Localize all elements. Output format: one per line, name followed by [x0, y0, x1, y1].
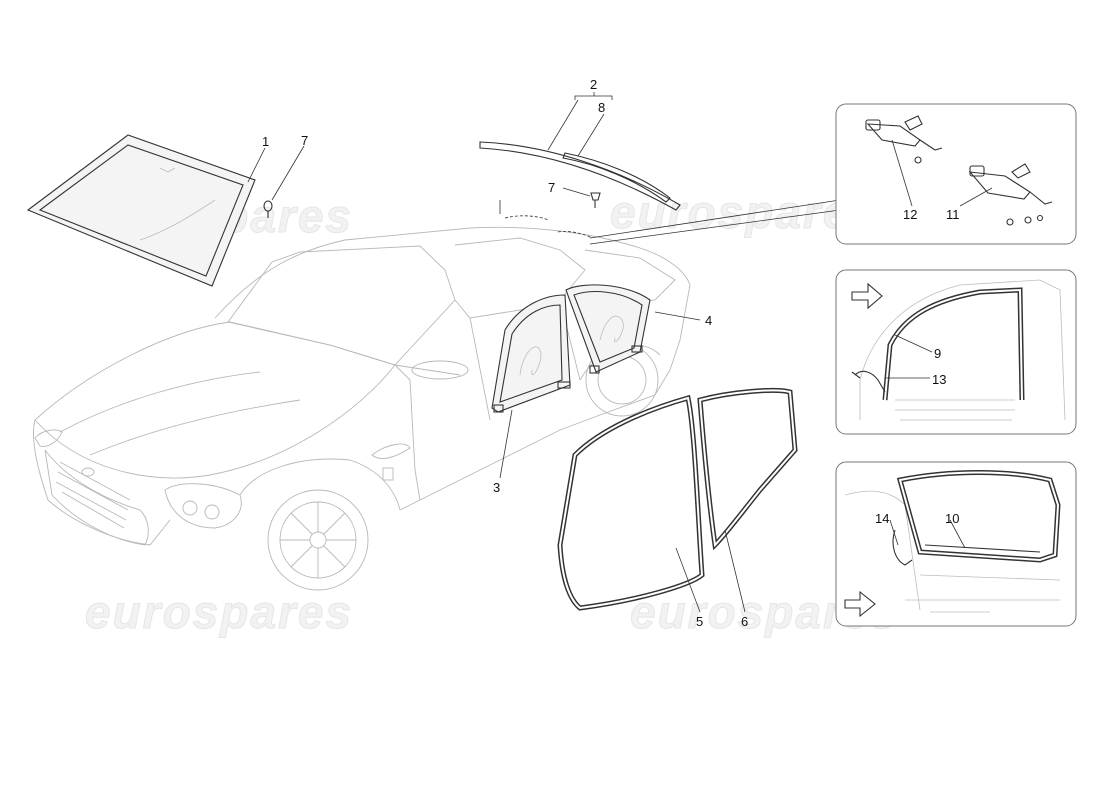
callout-labels: 1 7 2 8 7 4 3 5 6 12 11 9 13 10 14	[262, 77, 960, 629]
roof-clip-detail	[499, 199, 841, 245]
callout-12: 12	[903, 207, 917, 222]
windscreen	[26, 134, 273, 287]
callout-14: 14	[875, 511, 889, 526]
inset-rear-door	[835, 461, 1077, 627]
callout-1: 1	[262, 134, 269, 149]
inset-roof-parts	[835, 103, 1077, 245]
watermarks: eurospares eurospares eurospares eurospa…	[85, 186, 897, 639]
callout-5: 5	[696, 614, 703, 629]
callout-7-roof: 7	[548, 180, 555, 195]
front-door-glass	[491, 294, 571, 413]
car-outline	[33, 226, 691, 591]
callout-4: 4	[705, 313, 712, 328]
leader-lines	[247, 92, 993, 613]
roof-moulding	[479, 141, 681, 211]
watermark-3: eurospares	[85, 586, 353, 638]
callout-6: 6	[741, 614, 748, 629]
callout-3: 3	[493, 480, 500, 495]
rear-door-glass	[565, 284, 651, 374]
callout-2: 2	[590, 77, 597, 92]
inset-front-door	[835, 269, 1077, 435]
callout-10: 10	[945, 511, 959, 526]
callout-7-windscreen: 7	[301, 133, 308, 148]
callout-13: 13	[932, 372, 946, 387]
callout-8: 8	[598, 100, 605, 115]
callout-9: 9	[934, 346, 941, 361]
watermark-2: eurospares	[610, 186, 878, 238]
rear-door-seal	[697, 387, 798, 551]
front-door-seal	[557, 394, 705, 611]
callout-11: 11	[946, 207, 960, 222]
